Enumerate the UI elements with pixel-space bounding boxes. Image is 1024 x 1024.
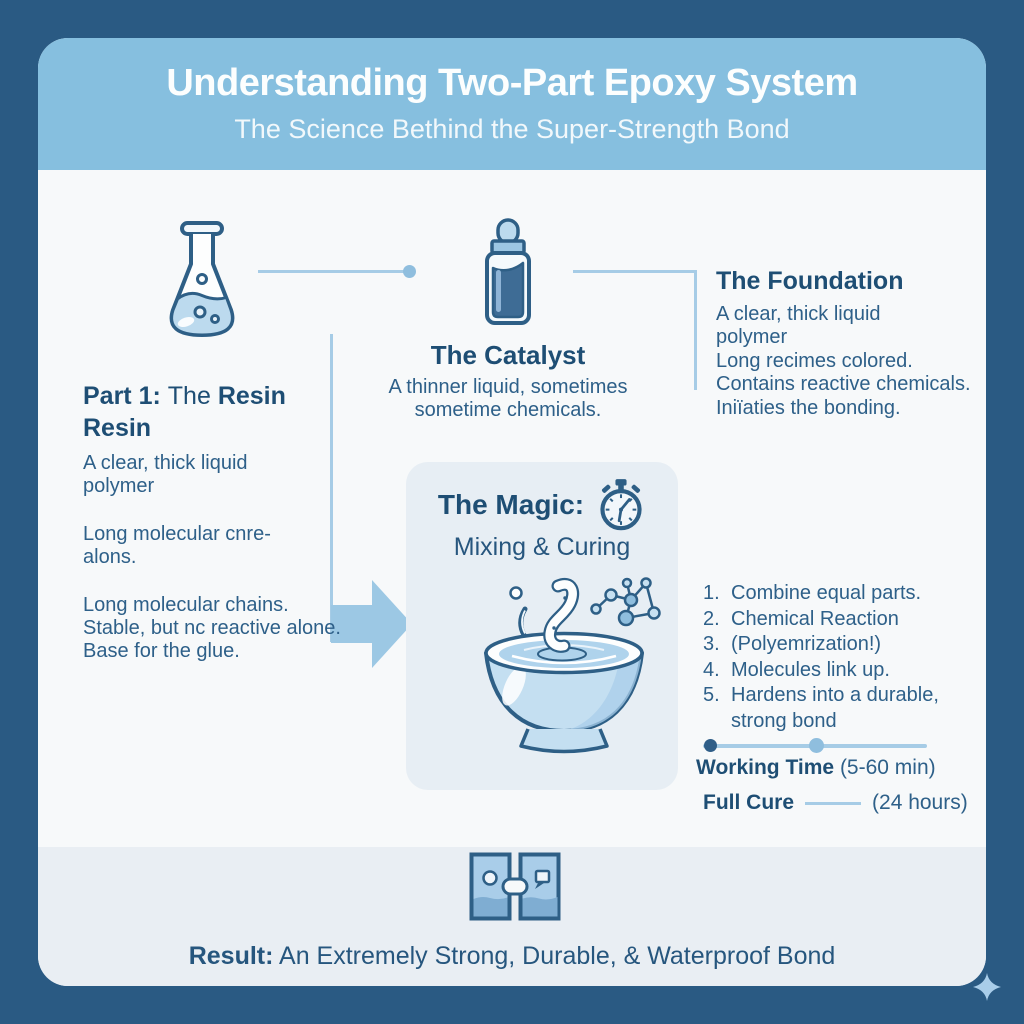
main-card: Understanding Two-Part Epoxy System The …	[38, 38, 986, 986]
foundation-section: The Foundation A clear, thick liquid pol…	[716, 265, 971, 420]
result-text: Result: An Extremely Strong, Durable, & …	[188, 942, 836, 970]
timeline-mid-dot	[809, 738, 824, 753]
resin-paragraph-1: A clear, thick liquid polymer	[83, 452, 248, 498]
page-title: Understanding Two-Part Epoxy System	[166, 62, 858, 104]
catalyst-line: A thinner liquid, sometimes	[388, 376, 628, 398]
resin-subheading: Resin	[83, 414, 152, 442]
footer-band	[38, 847, 986, 986]
molecule-icon	[590, 577, 661, 627]
resin-heading: Part 1: The Resin	[83, 382, 286, 410]
splash-icon	[509, 578, 580, 653]
timeline-start-dot	[704, 739, 717, 752]
connector-foundation-bracket	[694, 270, 697, 390]
step-item: 5.Hardens into a durable, strong bond	[703, 684, 939, 732]
connector-resin-line	[330, 334, 333, 642]
magic-heading-row: The Magic:	[406, 478, 678, 532]
working-time-label: Working Time (5-60 min)	[696, 756, 936, 779]
dropper-bottle-icon	[485, 218, 531, 325]
mixing-bowl-icon	[484, 577, 661, 754]
sparkle-icon	[973, 973, 1001, 1001]
resin-paragraph-3: Long molecular chains. Stable, but nc re…	[83, 593, 341, 663]
full-cure-line	[805, 801, 862, 805]
foundation-lines: A clear, thick liquid polymer Long recim…	[716, 303, 971, 419]
connector-flask-line	[258, 270, 408, 273]
resin-section: Part 1: The Resin Resin A clear, thick l…	[83, 380, 341, 664]
steps-list: 1.Combine equal parts. 2.Chemical Reacti…	[703, 581, 955, 734]
step-item: 1.Combine equal parts.	[703, 582, 922, 604]
magic-subheading: Mixing & Curing	[453, 533, 631, 561]
page-subtitle: The Science Bethind the Super-Strength B…	[234, 114, 790, 144]
bonded-blocks-icon	[469, 852, 561, 921]
step-item: 3.(Polyemrization!)	[703, 633, 882, 655]
catalyst-line: sometime chemicals.	[414, 399, 602, 422]
magic-heading: The Magic:	[437, 489, 585, 520]
step-item: 4.Molecules link up.	[703, 658, 890, 681]
erlenmeyer-flask-icon	[169, 221, 235, 337]
connector-dot	[403, 265, 416, 278]
header: Understanding Two-Part Epoxy System The …	[38, 38, 986, 170]
catalyst-heading: The Catalyst	[430, 340, 586, 370]
catalyst-section: The Catalyst A thinner liquid, sometimes…	[363, 339, 653, 423]
connector-catalyst-line	[573, 270, 697, 273]
foundation-heading: The Foundation	[716, 267, 904, 295]
arrow-right-icon	[372, 580, 412, 668]
stopwatch-icon	[600, 479, 642, 531]
arrow-shaft	[331, 605, 373, 643]
magic-card: The Magic:	[406, 462, 678, 790]
full-cure-row: Full Cure (24 hours)	[703, 791, 968, 814]
step-item: 2.Chemical Reaction	[703, 607, 899, 630]
resin-paragraph-2: Long molecular cnre- alons.	[83, 522, 271, 569]
